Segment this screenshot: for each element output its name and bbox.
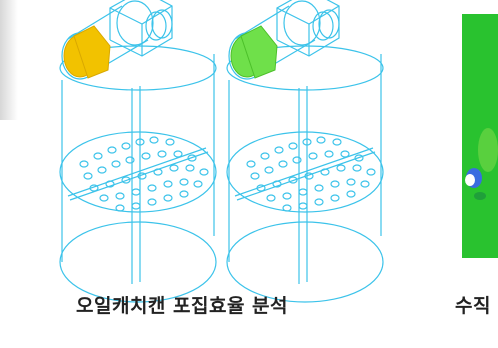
velocity-contour-plot — [462, 14, 498, 258]
caption-vertical: 수직 — [455, 295, 491, 317]
left-shadow-strip — [0, 0, 18, 120]
caption-oil-catch-can-efficiency: 오일캐치캔 포집효율 분석 — [76, 295, 289, 317]
catch-can-model-left — [59, 0, 217, 303]
inlet-nozzle-left — [63, 25, 111, 79]
inlet-nozzle-right — [230, 25, 278, 79]
catch-can-model-right — [226, 0, 384, 303]
